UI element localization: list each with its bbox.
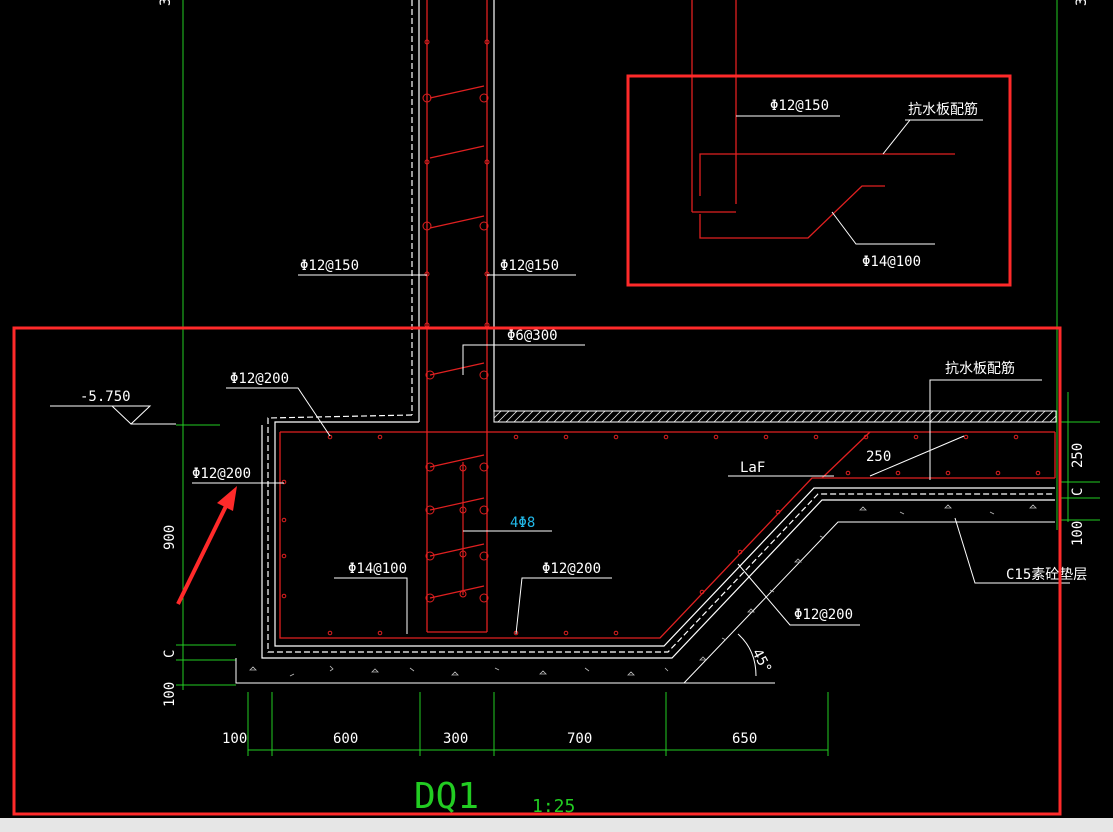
label-angle: 45° [748, 646, 774, 676]
label-slope-bar: Φ12@200 [794, 607, 853, 623]
labels: Φ12@150 Φ12@150 Φ6@300 Φ12@200 Φ12@200 Φ… [80, 0, 1090, 676]
dim-h-650: 650 [732, 731, 757, 747]
dim-v-c-left: C [162, 650, 178, 658]
label-wall-bar-right: Φ12@150 [500, 258, 559, 274]
label-top-bar: Φ12@200 [230, 371, 289, 387]
label-concrete-pad: C15素砼垫层 [1006, 567, 1087, 583]
dim-v-900: 900 [162, 525, 178, 550]
partial-top-mark-left: 3 [158, 0, 174, 6]
dim-v-c-right: C [1070, 488, 1086, 496]
leader-lines [50, 274, 1070, 677]
dim-h-600: 600 [333, 731, 358, 747]
label-bottom-bar-a: Φ14@100 [348, 561, 407, 577]
label-laf: LaF [740, 460, 765, 476]
drawing-scale: 1:25 [532, 796, 575, 817]
label-wall-bar-left: Φ12@150 [300, 258, 359, 274]
elevation-label: -5.750 [80, 389, 131, 405]
bottom-scrollbar-strip[interactable] [0, 818, 1113, 832]
partial-top-mark-right: 3 [1074, 0, 1090, 6]
rebar-dots [281, 39, 1041, 636]
detail-callout: Φ12@150 抗水板配筋 Φ14@100 [691, 0, 983, 270]
wall-outline [261, 0, 1055, 659]
concrete-pad [235, 504, 1055, 684]
detail-wall-bar: Φ12@150 [770, 98, 829, 114]
label-side-bar: Φ12@200 [192, 466, 251, 482]
dimension-texts: 100 600 300 700 650 900 C 100 250 C 100 [162, 443, 1086, 747]
dim-v-100-left: 100 [162, 682, 178, 707]
dim-h-700: 700 [567, 731, 592, 747]
grid-lines [176, 0, 1100, 756]
label-bottom-bar-b: Φ12@200 [542, 561, 601, 577]
rebar [279, 0, 1056, 639]
slab-hatch [493, 410, 1057, 423]
label-stirrup: 4Φ8 [510, 515, 535, 531]
highlight-box-detail [626, 74, 1012, 287]
drawing-title: DQ1 [414, 776, 479, 817]
label-tie-bar: Φ6@300 [507, 328, 558, 344]
dim-v-100-right: 100 [1070, 521, 1086, 546]
label-lap-250: 250 [866, 449, 891, 465]
dim-v-250: 250 [1070, 443, 1086, 468]
detail-slab-bar: 抗水板配筋 [908, 101, 978, 118]
label-slab-bar: 抗水板配筋 [945, 360, 1015, 377]
dim-h-100: 100 [222, 731, 247, 747]
detail-bottom-bar: Φ14@100 [862, 254, 921, 270]
highlight-box-main [12, 326, 1062, 816]
dim-h-300: 300 [443, 731, 468, 747]
red-arrow-annotation [176, 486, 237, 605]
